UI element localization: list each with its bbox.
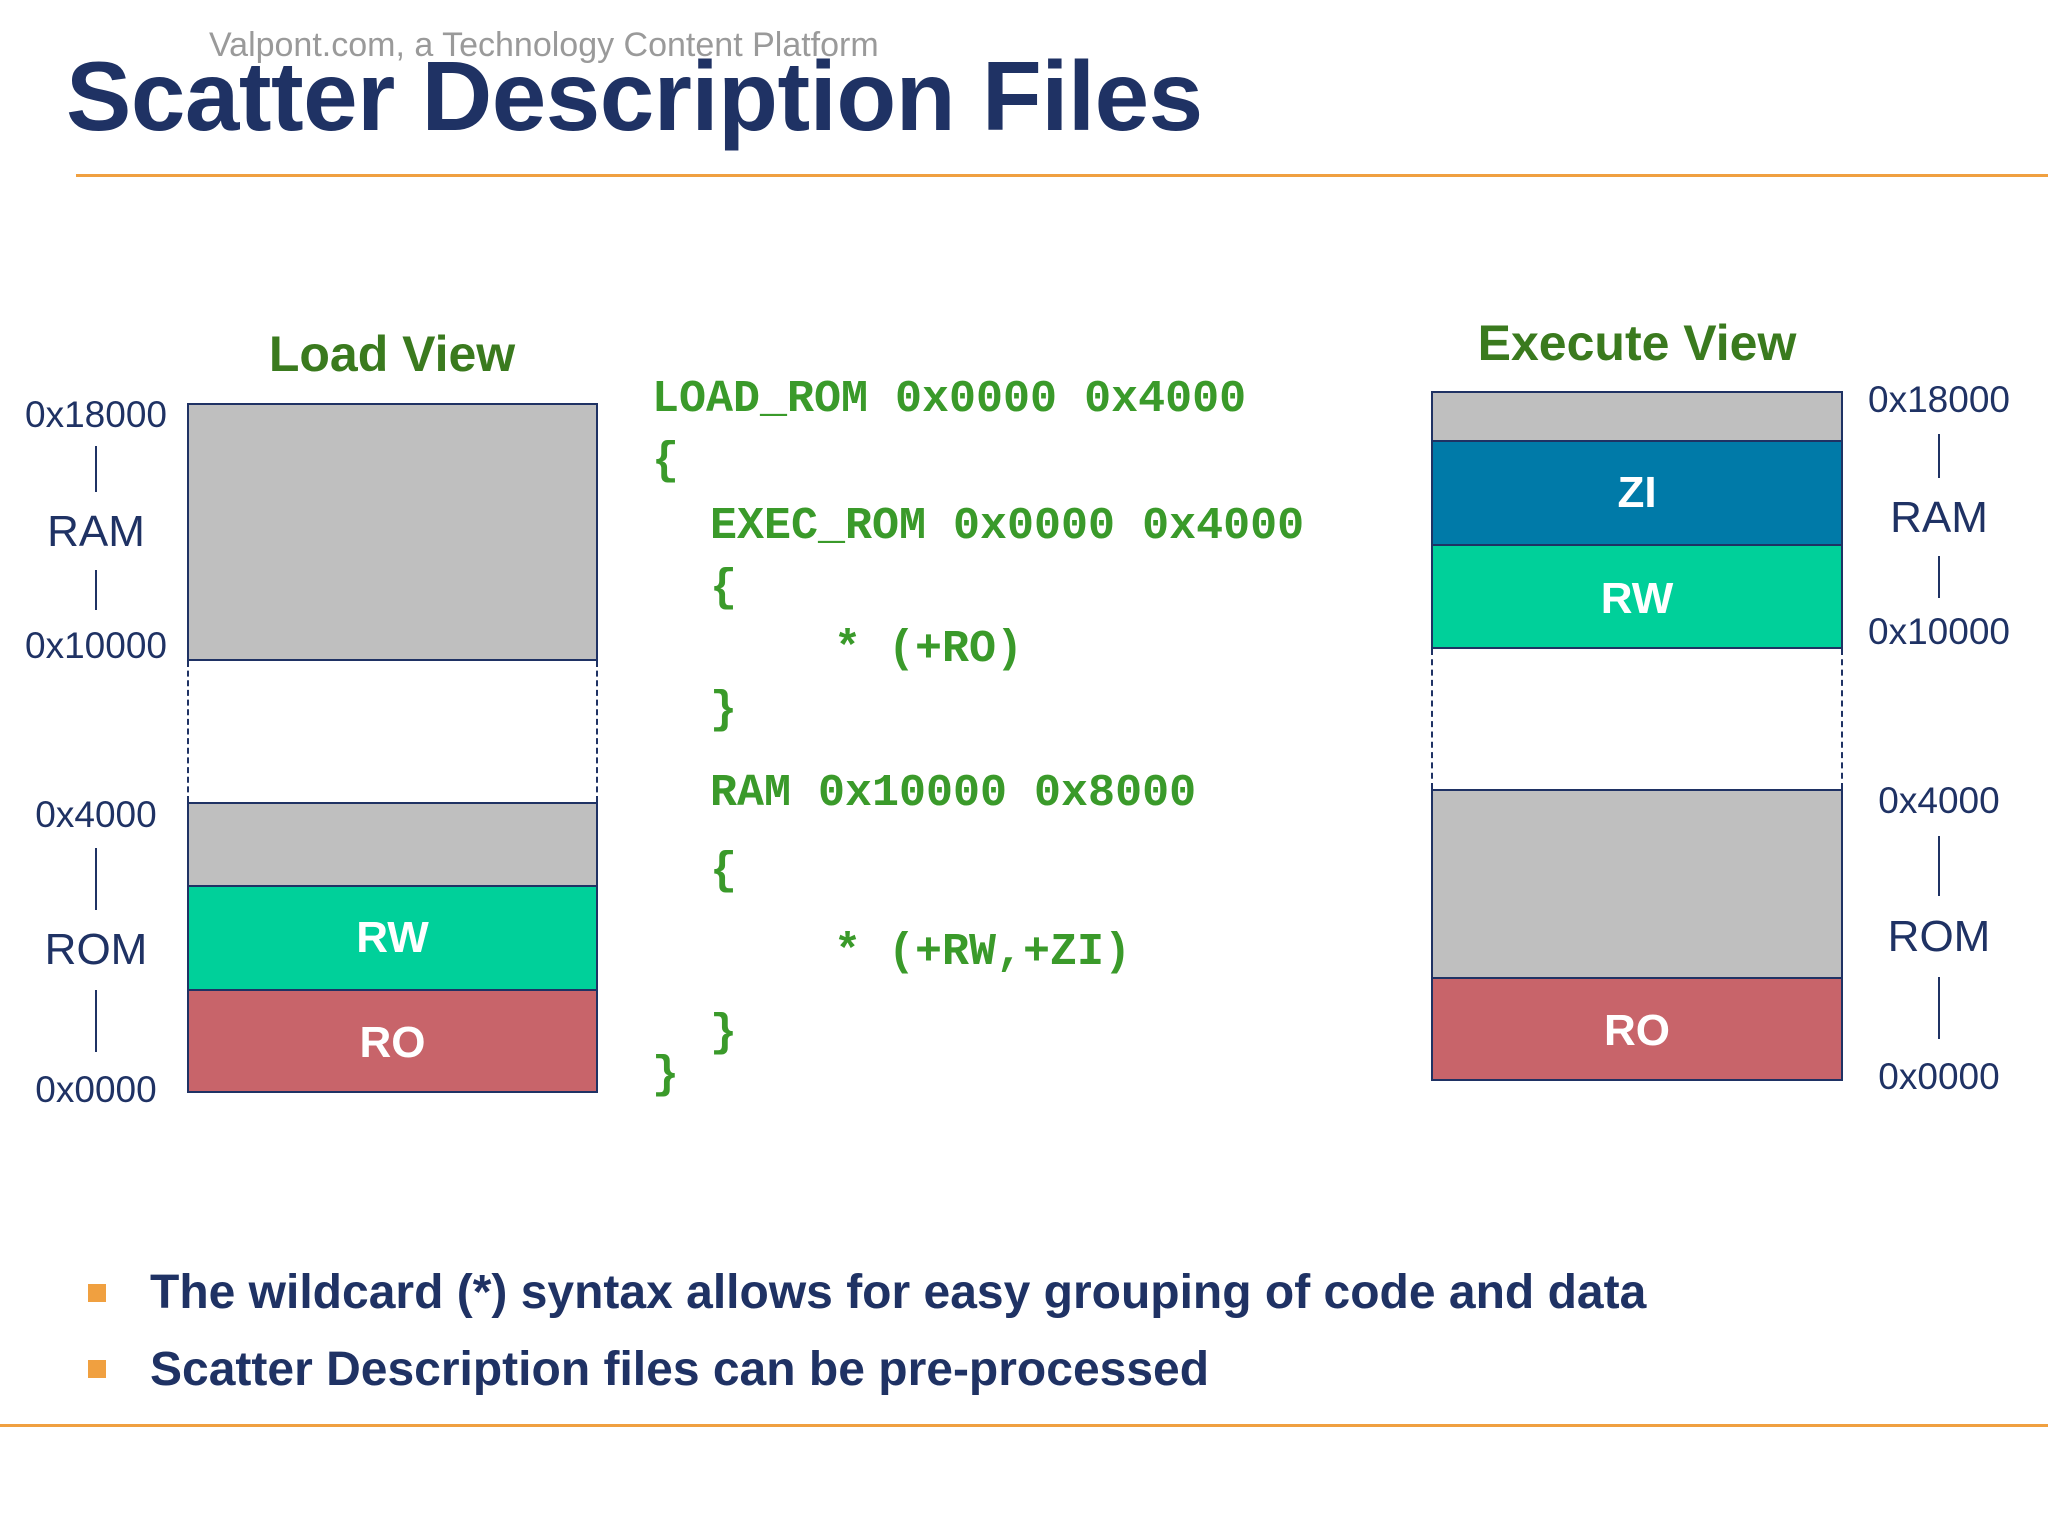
execute-view-title: Execute View	[1477, 315, 1797, 371]
exec-rw-label: RW	[1600, 573, 1674, 623]
code-close-brace-2: }	[710, 685, 738, 736]
exec-ram-region: ZI RW	[1431, 391, 1843, 649]
bullet-text-1: The wildcard (*) syntax allows for easy …	[150, 1266, 1647, 1319]
bullet-marker-1	[88, 1284, 106, 1302]
exec-rom-label: ROM	[1887, 912, 1991, 961]
exec-addr-ram-bottom: 0x10000	[1868, 611, 2010, 652]
exec-rom-free	[1433, 791, 1841, 979]
bullet-marker-2	[88, 1360, 106, 1378]
code-ro-wildcard: * (+RO)	[834, 624, 1024, 675]
title-divider	[76, 174, 2048, 177]
watermark: Valpont.com, a Technology Content Platfo…	[209, 26, 879, 64]
exec-addr-rom-top: 0x4000	[1878, 780, 2000, 821]
code-load-rom: LOAD_ROM 0x0000 0x4000	[652, 374, 1247, 425]
exec-rw-segment: RW	[1433, 546, 1841, 647]
code-open-brace-3: {	[710, 846, 738, 897]
load-addr-rom-top: 0x4000	[35, 794, 157, 835]
code-close-brace-1: }	[652, 1050, 680, 1101]
load-rom-line-bottom	[95, 990, 97, 1052]
load-rom-label: ROM	[44, 925, 148, 974]
code-ram: RAM 0x10000 0x8000	[710, 768, 1197, 819]
load-ram-line-bottom	[95, 570, 97, 610]
load-ram-label: RAM	[47, 507, 145, 556]
load-addr-ram-bottom: 0x10000	[25, 625, 167, 666]
exec-ram-line-bottom	[1938, 556, 1940, 598]
load-rw-segment: RW	[189, 887, 596, 991]
footer-divider	[0, 1424, 2048, 1427]
exec-ram-line-top	[1938, 434, 1940, 478]
exec-rom-line-top	[1938, 836, 1940, 896]
exec-gap-region	[1431, 649, 1843, 789]
exec-rom-line-bottom	[1938, 977, 1940, 1039]
code-exec-rom: EXEC_ROM 0x0000 0x4000	[710, 501, 1305, 552]
load-gap-region	[187, 661, 598, 802]
exec-addr-bottom: 0x0000	[1878, 1056, 2000, 1097]
load-ro-segment: RO	[189, 991, 596, 1091]
load-ram-line-top	[95, 446, 97, 492]
load-addr-bottom: 0x0000	[35, 1069, 157, 1110]
load-ram-region	[187, 403, 598, 661]
exec-zi-segment: ZI	[1433, 442, 1841, 546]
code-open-brace-2: {	[710, 563, 738, 614]
load-addr-top: 0x18000	[25, 394, 167, 435]
code-rw-zi-wildcard: * (+RW,+ZI)	[834, 927, 1132, 978]
load-ro-label: RO	[359, 1018, 426, 1067]
exec-zi-label: ZI	[1617, 468, 1657, 517]
load-rom-region: RW RO	[187, 802, 598, 1093]
load-rw-label: RW	[356, 913, 429, 962]
load-view-title: Load View	[268, 326, 516, 382]
load-rom-line-top	[95, 848, 97, 910]
exec-ram-label: RAM	[1890, 493, 1988, 542]
load-rom-free	[189, 804, 596, 887]
exec-ro-label: RO	[1604, 1006, 1670, 1055]
page-title: Scatter Description Files	[66, 41, 1203, 151]
code-close-brace-3: }	[710, 1008, 738, 1059]
code-open-brace-1: {	[652, 436, 680, 487]
exec-ram-free	[1433, 393, 1841, 442]
bullet-text-2: Scatter Description files can be pre-pro…	[150, 1343, 1210, 1396]
exec-ro-segment: RO	[1433, 979, 1841, 1079]
exec-rom-region: RO	[1431, 789, 1843, 1081]
exec-addr-top: 0x18000	[1868, 379, 2010, 420]
